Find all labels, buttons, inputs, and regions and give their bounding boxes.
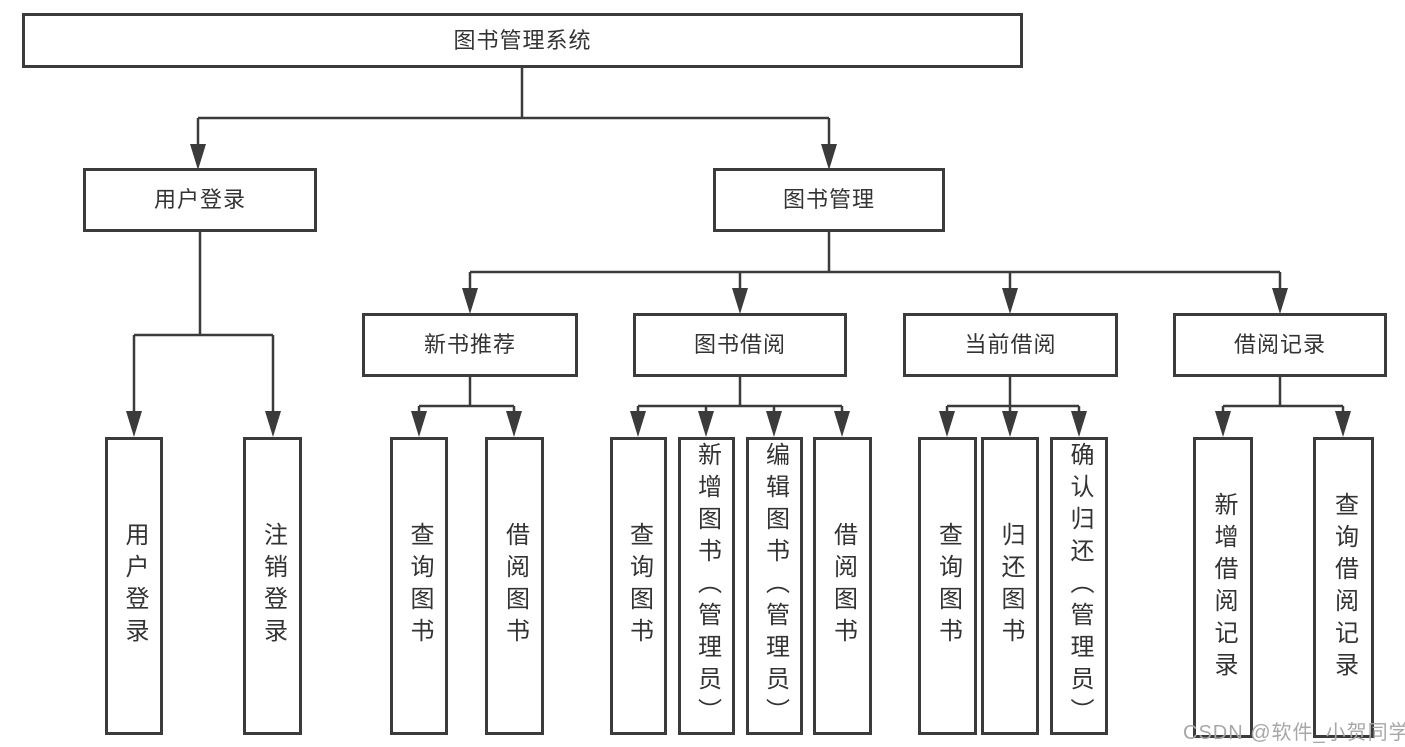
leaf-borrowing-edit-books-admin: 编辑图书（管理员）: [746, 437, 803, 735]
leaf-current-query-books: 查询图书: [918, 437, 977, 735]
csdn-watermark: CSDN @软件_小贺同学: [1183, 722, 1405, 744]
leaf-recommend-borrow-books: 借阅图书: [485, 437, 544, 735]
leaf-user-login: 用户登录: [105, 437, 163, 735]
node-borrowing-records: 借阅记录: [1173, 313, 1387, 377]
node-library-management-system: 图书管理系统: [22, 13, 1023, 68]
leaf-current-confirm-return-admin: 确认归还（管理员）: [1050, 437, 1108, 735]
leaf-borrowing-query-books: 查询图书: [610, 437, 667, 735]
node-book-borrowing: 图书借阅: [633, 313, 847, 377]
node-user-login: 用户登录: [83, 168, 317, 232]
leaf-current-return-books: 归还图书: [981, 437, 1039, 735]
leaf-borrowing-borrow-books: 借阅图书: [813, 437, 872, 735]
leaf-recommend-query-books: 查询图书: [390, 437, 448, 735]
node-new-book-recommend: 新书推荐: [362, 313, 578, 377]
leaf-records-add-record: 新增借阅记录: [1193, 437, 1253, 738]
node-current-borrowing: 当前借阅: [903, 313, 1118, 377]
leaf-records-query-record: 查询借阅记录: [1313, 437, 1374, 738]
leaf-borrowing-add-books-admin: 新增图书（管理员）: [678, 437, 735, 735]
leaf-logout-login: 注销登录: [243, 437, 302, 735]
node-book-management: 图书管理: [713, 168, 945, 232]
